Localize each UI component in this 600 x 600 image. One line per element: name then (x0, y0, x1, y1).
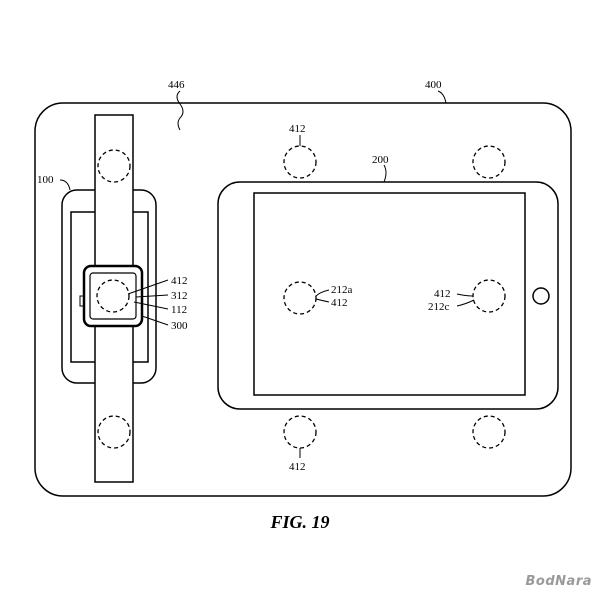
label-446: 446 (168, 79, 185, 91)
leader-watch-112 (133, 301, 169, 310)
leader-watch-300 (141, 315, 169, 326)
watch-screen (89, 272, 137, 320)
tablet-screen (253, 192, 526, 396)
leader-212a (315, 289, 330, 297)
leader-watch-312 (135, 294, 169, 298)
label-watch-312: 312 (171, 290, 188, 302)
leader-412-center (315, 298, 330, 303)
coil-top-left (97, 149, 131, 183)
label-412-top: 412 (289, 123, 306, 135)
coil-212a (283, 281, 317, 315)
leader-watch-412 (127, 279, 169, 295)
label-412-center: 412 (331, 297, 348, 309)
leader-212c (456, 299, 475, 307)
watch-crown (79, 295, 85, 307)
tablet-body (217, 181, 559, 410)
label-watch-112: 112 (171, 304, 187, 316)
coil-bottom-left (97, 415, 131, 449)
coil-top-tablet-left (283, 145, 317, 179)
label-400: 400 (425, 79, 442, 91)
label-100: 100 (37, 174, 54, 186)
watermark-logo: BodNara (525, 574, 592, 589)
charging-pad (34, 102, 572, 497)
leader-400 (437, 90, 447, 104)
label-200: 200 (372, 154, 389, 166)
coil-212c (472, 279, 506, 313)
label-watch-300: 300 (171, 320, 188, 332)
leader-446 (176, 90, 184, 131)
coil-watch (96, 279, 130, 313)
coil-bottom-tablet-right (472, 415, 506, 449)
tablet-home-button (532, 287, 550, 305)
label-watch-412: 412 (171, 275, 188, 287)
coil-bottom-tablet-left (283, 415, 317, 449)
label-412-bottom: 412 (289, 461, 306, 473)
label-212c: 212c (428, 301, 450, 313)
leader-100 (59, 179, 71, 191)
figure-caption: FIG. 19 (270, 512, 330, 532)
label-412-right: 412 (434, 288, 451, 300)
coil-top-tablet-right (472, 145, 506, 179)
leader-200 (383, 164, 387, 183)
label-212a: 212a (331, 284, 353, 296)
watch-body (82, 264, 144, 328)
leader-412-right (456, 293, 474, 297)
